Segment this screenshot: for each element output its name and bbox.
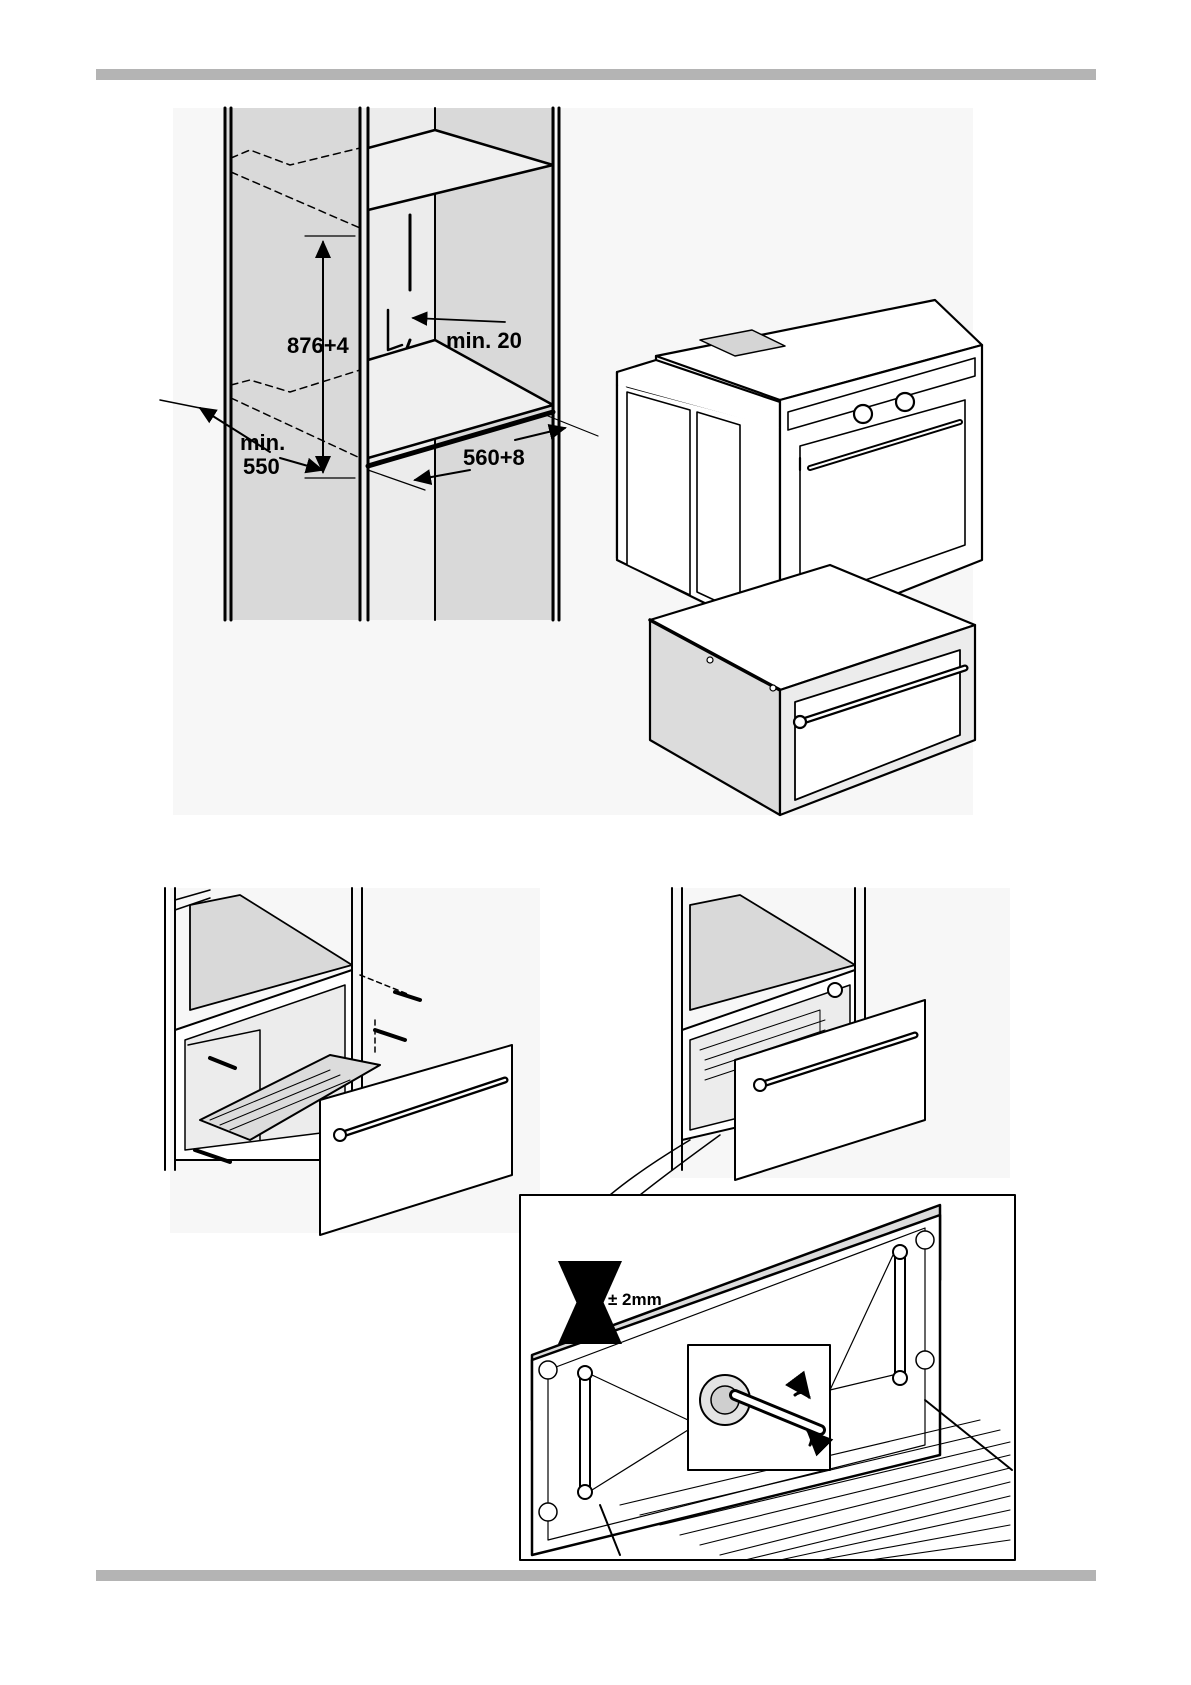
drawer-screw-figure: [165, 888, 540, 1235]
adjustment-detail-inset: [520, 1195, 1015, 1560]
dim-depth-label-line1: min.: [240, 430, 285, 455]
dim-width-label: 560+8: [463, 445, 525, 470]
cabinet-left-panel: [225, 108, 360, 620]
drawer-installed-figure: [610, 888, 1010, 1195]
dim-depth-label-line2: 550: [243, 454, 280, 479]
dim-height-label: 876+4: [287, 333, 350, 358]
adjust-range-label: ± 2mm: [608, 1290, 662, 1309]
dim-gap-label: min. 20: [446, 328, 522, 353]
